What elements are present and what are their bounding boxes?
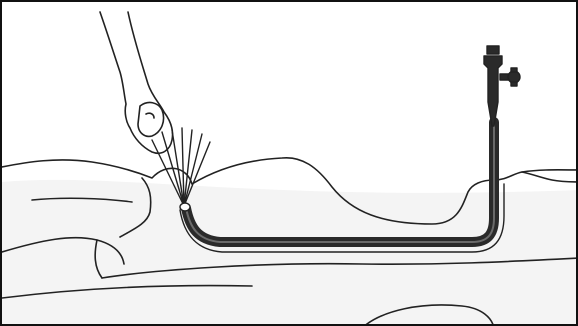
scope-tip xyxy=(180,203,190,211)
